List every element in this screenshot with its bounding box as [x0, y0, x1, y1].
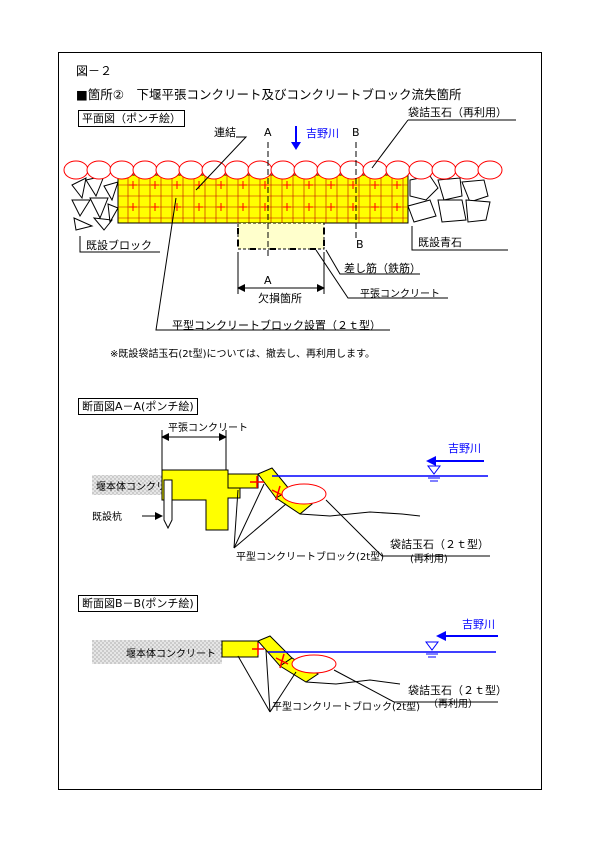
bag-stone — [408, 160, 434, 180]
plan-view-label: 平面図（ポンチ絵） — [78, 110, 185, 127]
section-b-marker-top: B — [352, 126, 360, 139]
bag-stone — [339, 160, 365, 180]
flat-block-leader — [155, 197, 390, 331]
pile-label: 既設杭 — [92, 510, 122, 523]
bag-stone-row — [63, 160, 503, 180]
reuse-label-a: (再利用) — [410, 553, 448, 565]
bag-stone — [201, 160, 227, 180]
existing-bluestone-label: 既設青石 — [418, 235, 462, 249]
block-label-a: 平型コンクリートブロック(2t型) — [236, 550, 384, 563]
section-a-marker-top: A — [264, 126, 272, 139]
bag-stone — [431, 160, 457, 180]
rebar-ticks — [237, 228, 325, 250]
river-label: 吉野川 — [306, 127, 339, 140]
bag-stone — [224, 160, 250, 180]
bag-stone-label-a: 袋詰玉石（２ｔ型） — [390, 537, 489, 551]
flat-block-area — [117, 174, 409, 224]
section-a: 平張コンクリート 堰本体コンクリート 既設杭 吉野川 — [92, 422, 490, 565]
weir-body-hatch-b — [92, 640, 222, 664]
bag-stone — [316, 160, 342, 180]
existing-block-triangles — [71, 175, 119, 231]
bag-stone — [86, 160, 112, 180]
section-a-label: 断面図A－A(ポンチ絵) — [78, 398, 198, 415]
rebar-leader — [325, 249, 420, 275]
bag-stone-leader — [371, 119, 409, 169]
bag-stone — [270, 160, 296, 180]
bag-stone-label: 袋詰玉石（再利用） — [408, 105, 507, 119]
bag-stone — [293, 160, 319, 180]
bag-stone — [454, 160, 480, 180]
hirabari-label: 平張コンクリート — [360, 288, 440, 300]
reuse-label-b: （再利用） — [428, 698, 478, 710]
page-title: ■箇所② 下堰平張コンクリート及びコンクリートブロック流失箇所 — [76, 87, 462, 102]
weir-body-hatch — [92, 475, 164, 495]
bag-stone — [109, 160, 135, 180]
block-label-b: 平型コンクリートブロック(2t型) — [272, 700, 420, 713]
link-leader — [195, 136, 248, 191]
river-bed-b — [305, 679, 401, 685]
river-label-b: 吉野川 — [462, 618, 495, 631]
section-b-label: 断面図B－B(ポンチ絵) — [78, 595, 198, 612]
rebar-crosses — [129, 181, 401, 211]
section-lines — [267, 142, 357, 256]
bag-stone — [63, 160, 89, 180]
section-b-marker-bottom: B — [356, 238, 364, 251]
hirabari-dim-label: 平張コンクリート — [168, 422, 248, 434]
bag-stone — [155, 160, 181, 180]
existing-blue-stones — [407, 175, 491, 223]
figure-frame — [58, 52, 542, 790]
lost-part-label: 欠損箇所 — [258, 291, 302, 305]
bag-stone — [178, 160, 204, 180]
figure-label: 図－２ — [76, 64, 113, 78]
bag-stone — [132, 160, 158, 180]
hirabari-leader — [315, 249, 448, 299]
section-b: 堰本体コンクリート 吉野川 平型コンクリートブロック(2t型) 袋詰玉石（２ｔ型… — [92, 618, 507, 713]
section-a-marker-bottom: A — [264, 274, 272, 287]
bag-stone-leader-b — [333, 669, 498, 703]
bag-stone — [477, 160, 503, 180]
existing-pile — [163, 479, 173, 530]
link-label: 連結 — [214, 125, 236, 139]
reuse-note: ※既設袋詰玉石(2t型)については、撤去し、再利用します。 — [110, 349, 375, 360]
bag-stone-leader-a — [325, 499, 490, 557]
rebar-label: 差し筋（鉄筋） — [344, 261, 421, 275]
plan-view: A B B A 吉野川 連結 袋詰玉石（再利用） 既設ブロック 既設青石 差し筋… — [63, 105, 516, 332]
weir-body-label-b: 堰本体コンクリート — [126, 647, 216, 660]
bag-stone — [385, 160, 411, 180]
bag-stone-b — [291, 654, 337, 674]
bag-stone-a — [281, 483, 327, 505]
existing-block-label: 既設ブロック — [86, 238, 152, 252]
rebar-b — [252, 643, 289, 669]
lost-section-area — [237, 222, 325, 250]
existing-block-leader — [79, 236, 160, 253]
river-bed-a — [299, 511, 421, 517]
existing-bluestone-leader — [411, 226, 508, 251]
flat-block-label: 平型コンクリートブロック設置（２ｔ型） — [172, 318, 381, 332]
bag-stone-label-b: 袋詰玉石（２ｔ型） — [408, 683, 507, 697]
river-label-a: 吉野川 — [448, 442, 481, 455]
block-a1 — [227, 473, 259, 489]
river-arrow-head — [291, 142, 301, 150]
